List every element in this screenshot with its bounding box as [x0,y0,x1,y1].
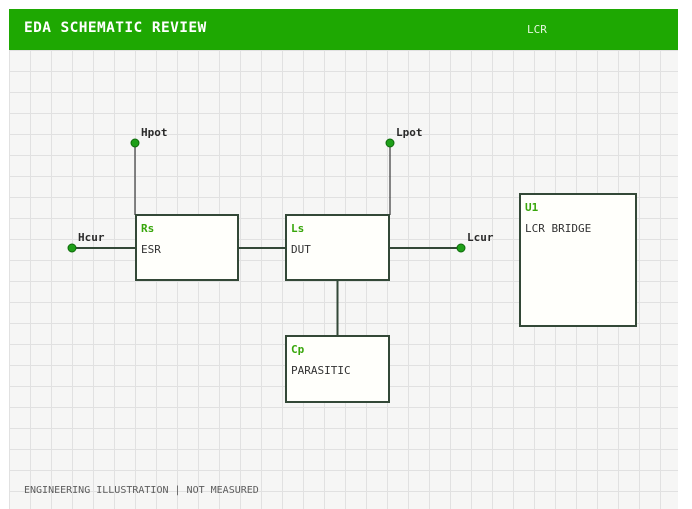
component-rs[interactable]: Rs ESR [135,214,239,281]
component-cp[interactable]: Cp PARASITIC [285,335,390,403]
component-u1-desc: LCR BRIDGE [525,222,592,235]
component-ls-ref: Ls [291,222,305,235]
component-cp-ref: Cp [291,343,305,356]
terminal-hpot-dot [130,138,140,148]
component-ls-desc: DUT [291,243,311,256]
page-title: EDA SCHEMATIC REVIEW [24,20,207,36]
component-u1-ref: U1 [525,201,539,214]
header-subtitle: LCR [527,23,547,36]
component-rs-ref: Rs [141,222,155,235]
terminal-lpot-label: Lpot [396,126,423,139]
terminal-lcur-label: Lcur [467,231,494,244]
terminal-lpot-dot [385,138,395,148]
component-ls[interactable]: Ls DUT [285,214,390,281]
terminal-hpot-label: Hpot [141,126,168,139]
terminal-lcur-dot [456,243,466,253]
terminal-hcur-label: Hcur [78,231,105,244]
component-cp-desc: PARASITIC [291,364,351,377]
footer-note: ENGINEERING ILLUSTRATION | NOT MEASURED [24,485,259,496]
component-u1[interactable]: U1 LCR BRIDGE [519,193,637,327]
header-bar [9,9,678,50]
terminal-hcur-dot [67,243,77,253]
component-rs-desc: ESR [141,243,161,256]
